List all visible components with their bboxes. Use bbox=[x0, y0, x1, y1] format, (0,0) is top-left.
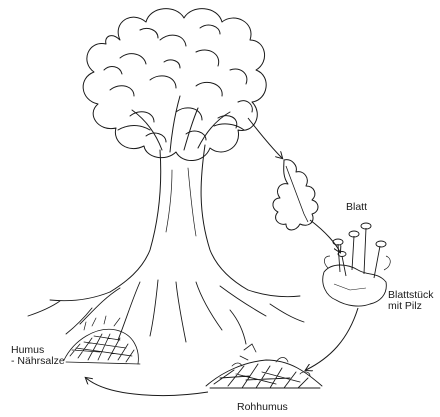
arrow-rohhumus-to-humus bbox=[86, 378, 208, 395]
tree-trunk bbox=[110, 145, 248, 292]
fungus-leaf-icon bbox=[323, 223, 391, 306]
cycle-arrows bbox=[86, 118, 358, 395]
label-blatt: Blatt bbox=[346, 202, 367, 213]
arrow-leaf-to-fungus bbox=[310, 220, 340, 252]
label-naehrsalze: - Nährsalze bbox=[11, 356, 65, 367]
oak-tree-icon bbox=[28, 9, 304, 344]
humus-mound-icon bbox=[64, 316, 140, 364]
label-rohhumus: Rohhumus bbox=[237, 402, 288, 413]
tree-roots bbox=[28, 280, 304, 344]
arrow-fungus-to-rohhumus bbox=[306, 308, 358, 370]
arrow-tree-to-leaf bbox=[248, 118, 282, 158]
tree-crown bbox=[83, 9, 266, 161]
raw-humus-pile-icon bbox=[206, 344, 322, 388]
label-mit-pilz: mit Pilz bbox=[388, 301, 422, 312]
oak-leaf-icon bbox=[273, 160, 318, 230]
